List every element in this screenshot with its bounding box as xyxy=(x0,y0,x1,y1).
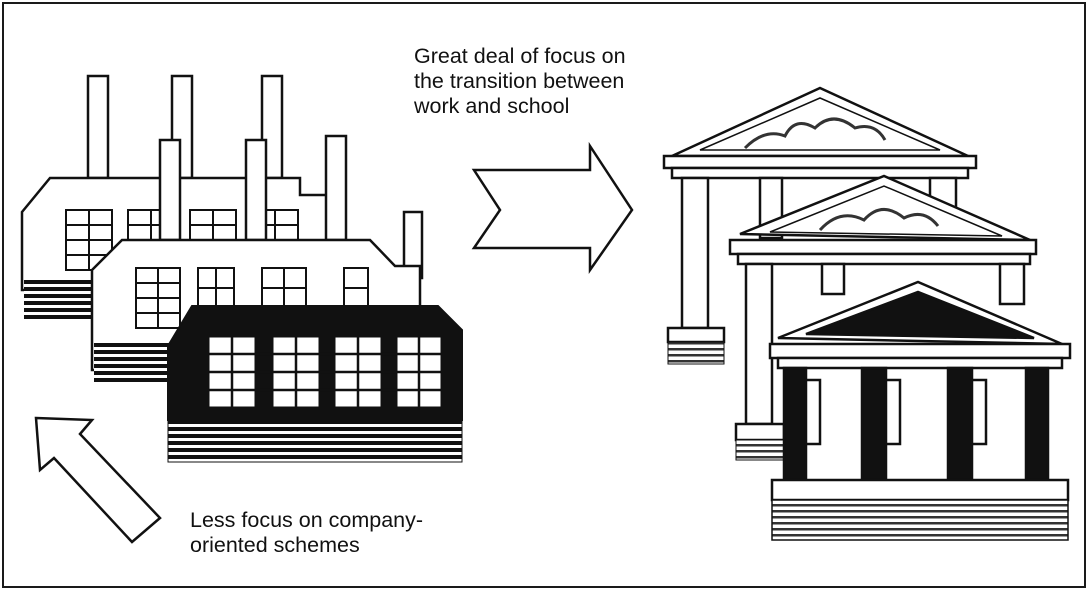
caption-line: oriented schemes xyxy=(190,533,360,557)
factory-front-icon xyxy=(167,305,463,463)
caption-less-focus: Less focus on company- oriented schemes xyxy=(190,508,490,558)
temple-back-icon xyxy=(662,86,978,365)
arrow-right-icon xyxy=(471,141,634,274)
caption-focus-transition: Great deal of focus on the transition be… xyxy=(414,44,714,119)
temple-middle-icon xyxy=(728,174,1038,461)
caption-line: Great deal of focus on xyxy=(414,44,626,68)
caption-line: the transition between xyxy=(414,69,625,93)
arrow-up-left-icon xyxy=(34,416,162,544)
temple-front-icon xyxy=(768,280,1072,541)
caption-line: Less focus on company- xyxy=(190,508,424,532)
caption-line: work and school xyxy=(414,94,570,118)
